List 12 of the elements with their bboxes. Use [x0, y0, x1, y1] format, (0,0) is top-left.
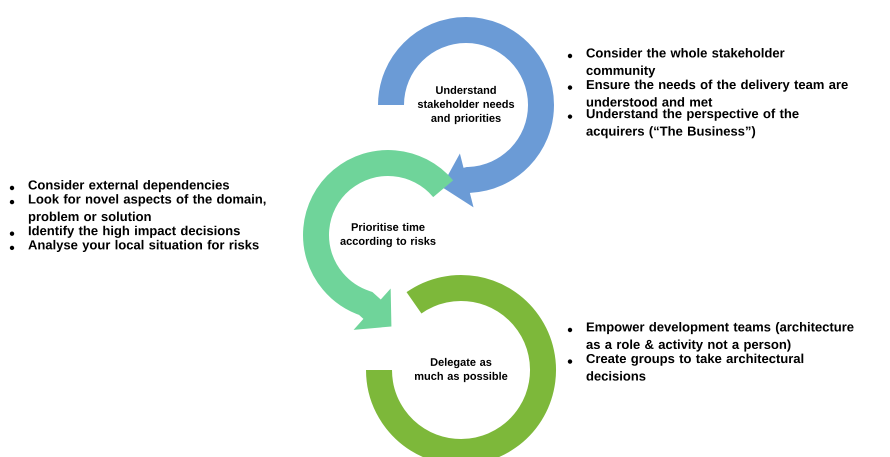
step-label: Prioritise time according to risks [340, 222, 436, 248]
bullet-item: Understand the perspective of the acquirers (“The Business”) [586, 108, 799, 138]
bullet-item: Analyse your local situation for risks [28, 240, 259, 252]
bullet-item: Identify the high impact decisions [28, 226, 240, 238]
bullet-item: Consider the whole stakeholder community [586, 48, 784, 78]
step-label: Delegate as much as possible [414, 358, 508, 382]
bullet-item: Ensure the needs of the delivery team are understood and met [586, 80, 848, 107]
step-label: Understand stakeholder needs and priorities [418, 86, 514, 124]
bullet-item: Create groups to take architectural decisions [586, 354, 804, 381]
bullet-item: Look for novel aspects of the domain, problem or solution [28, 194, 266, 224]
bullet-item: Empower development teams (architecture as a role & activity not a person) [586, 322, 854, 352]
bullet-item: Consider external dependencies [28, 180, 230, 192]
